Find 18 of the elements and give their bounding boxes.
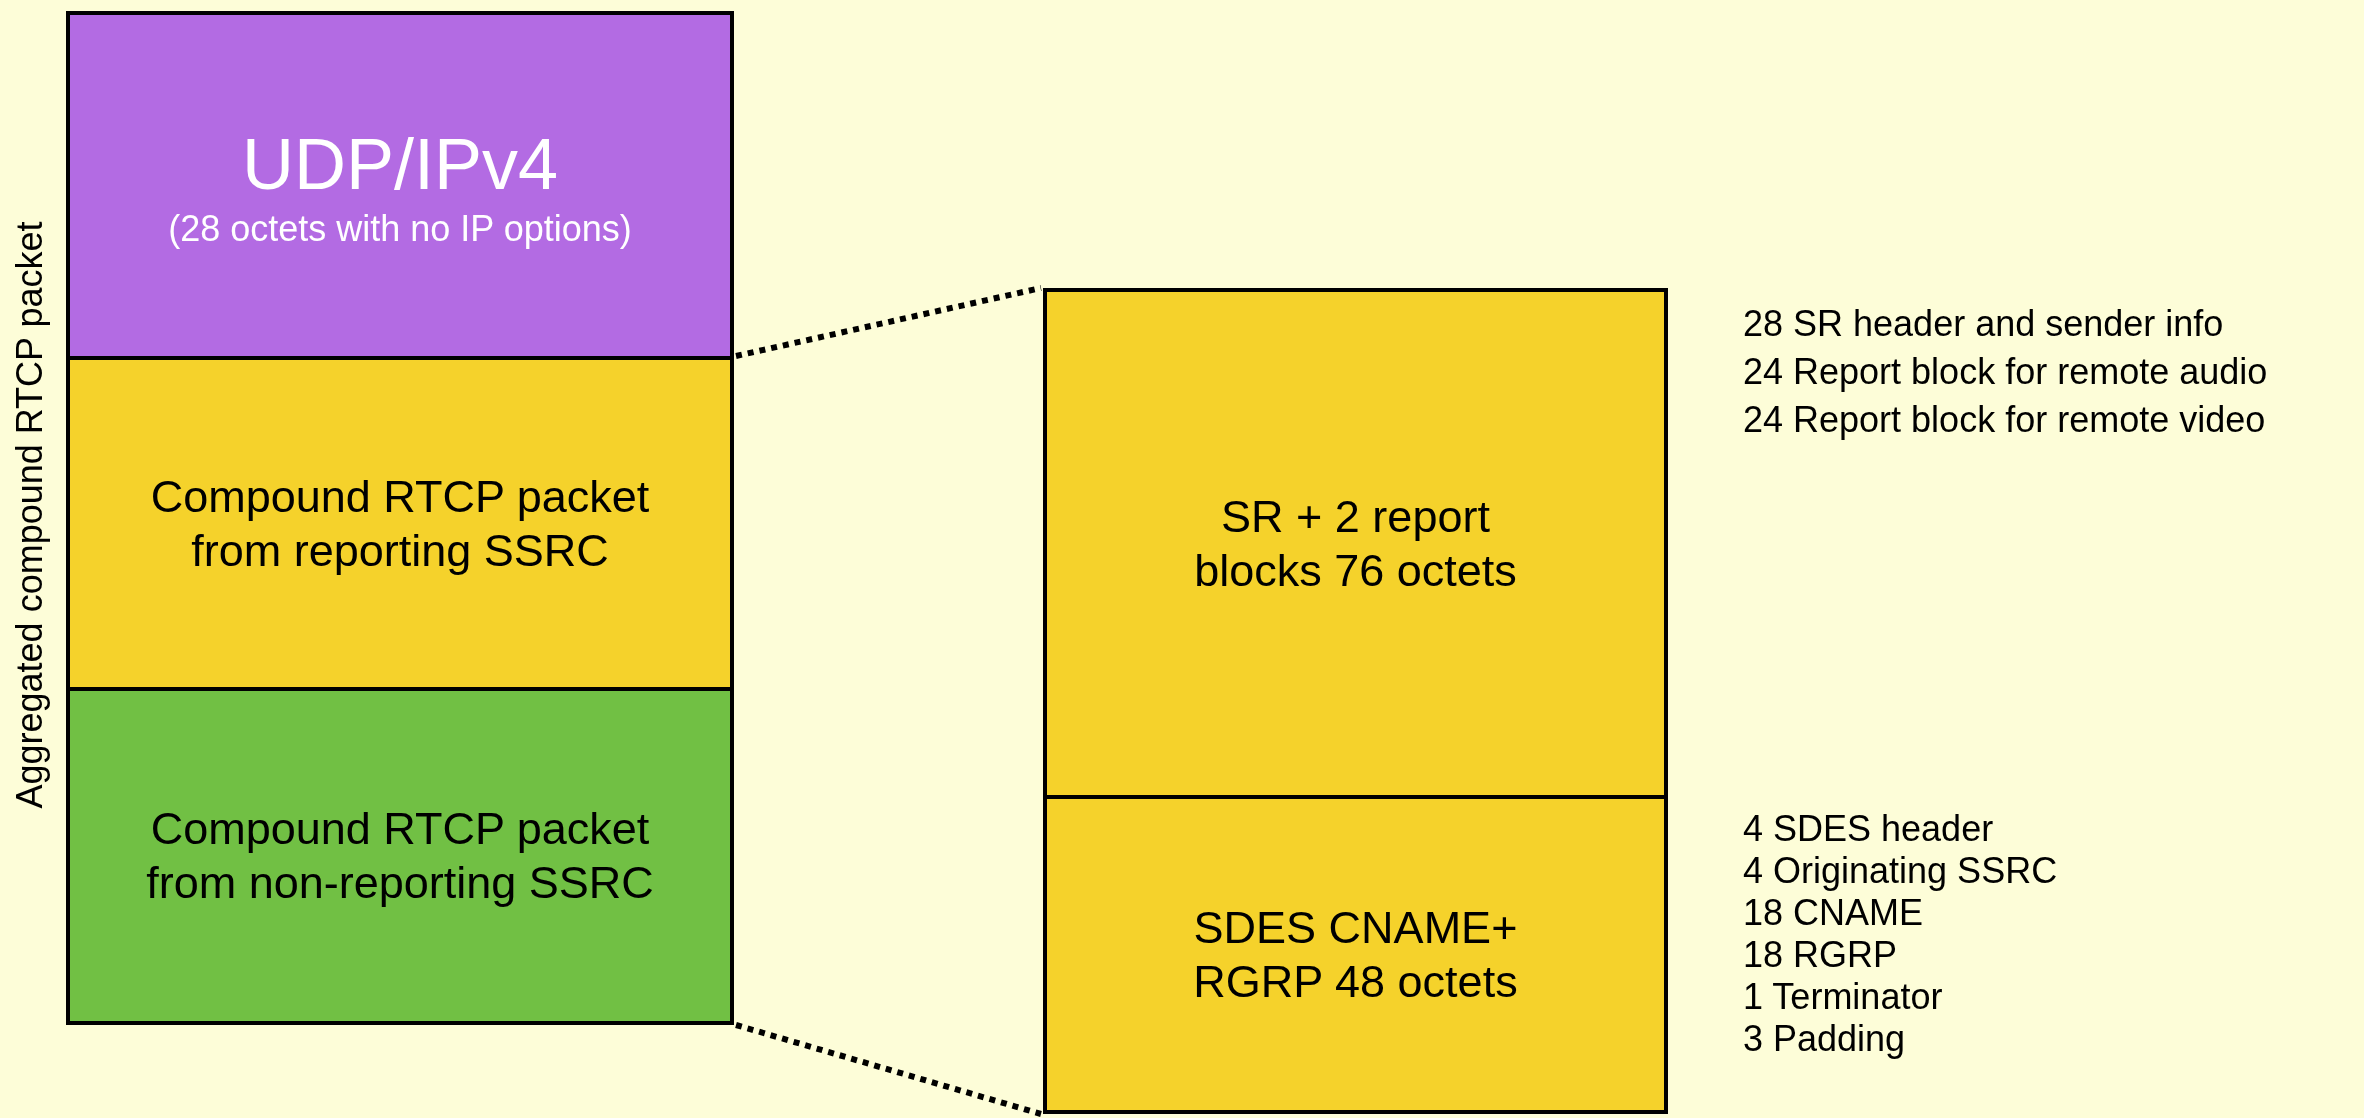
zoom-line [735,1022,1042,1117]
field-size-note: 28 SR header and sender info [1743,302,2225,346]
stack-label: Aggregated compound RTCP packet [9,221,51,809]
field-size-note: 3 Padding [1743,1018,1907,1060]
zoom-line [735,285,1042,359]
field-size-note: 18 RGRP [1743,934,1899,976]
segment-title: Compound RTCP packet from non-reporting SSRC [145,802,655,910]
field-size-note: 4 SDES header [1743,808,1995,850]
segment-title: SR + 2 report blocks 76 octets [1193,489,1518,598]
field-size-note: 18 CNAME [1743,892,1925,934]
field-size-note: 24 Report block for remote video [1743,398,2267,442]
field-size-note: 1 Terminator [1743,976,1944,1018]
segment-title: Compound RTCP packet from reporting SSRC [149,469,651,578]
segment-subtitle: (28 octets with no IP options) [167,207,633,251]
segment-title: SDES CNAME+ RGRP 48 octets [1192,900,1519,1009]
field-size-note: 4 Originating SSRC [1743,850,2058,892]
segment-title: UDP/IPv4 [240,122,560,206]
field-size-note: 24 Report block for remote audio [1743,350,2268,394]
